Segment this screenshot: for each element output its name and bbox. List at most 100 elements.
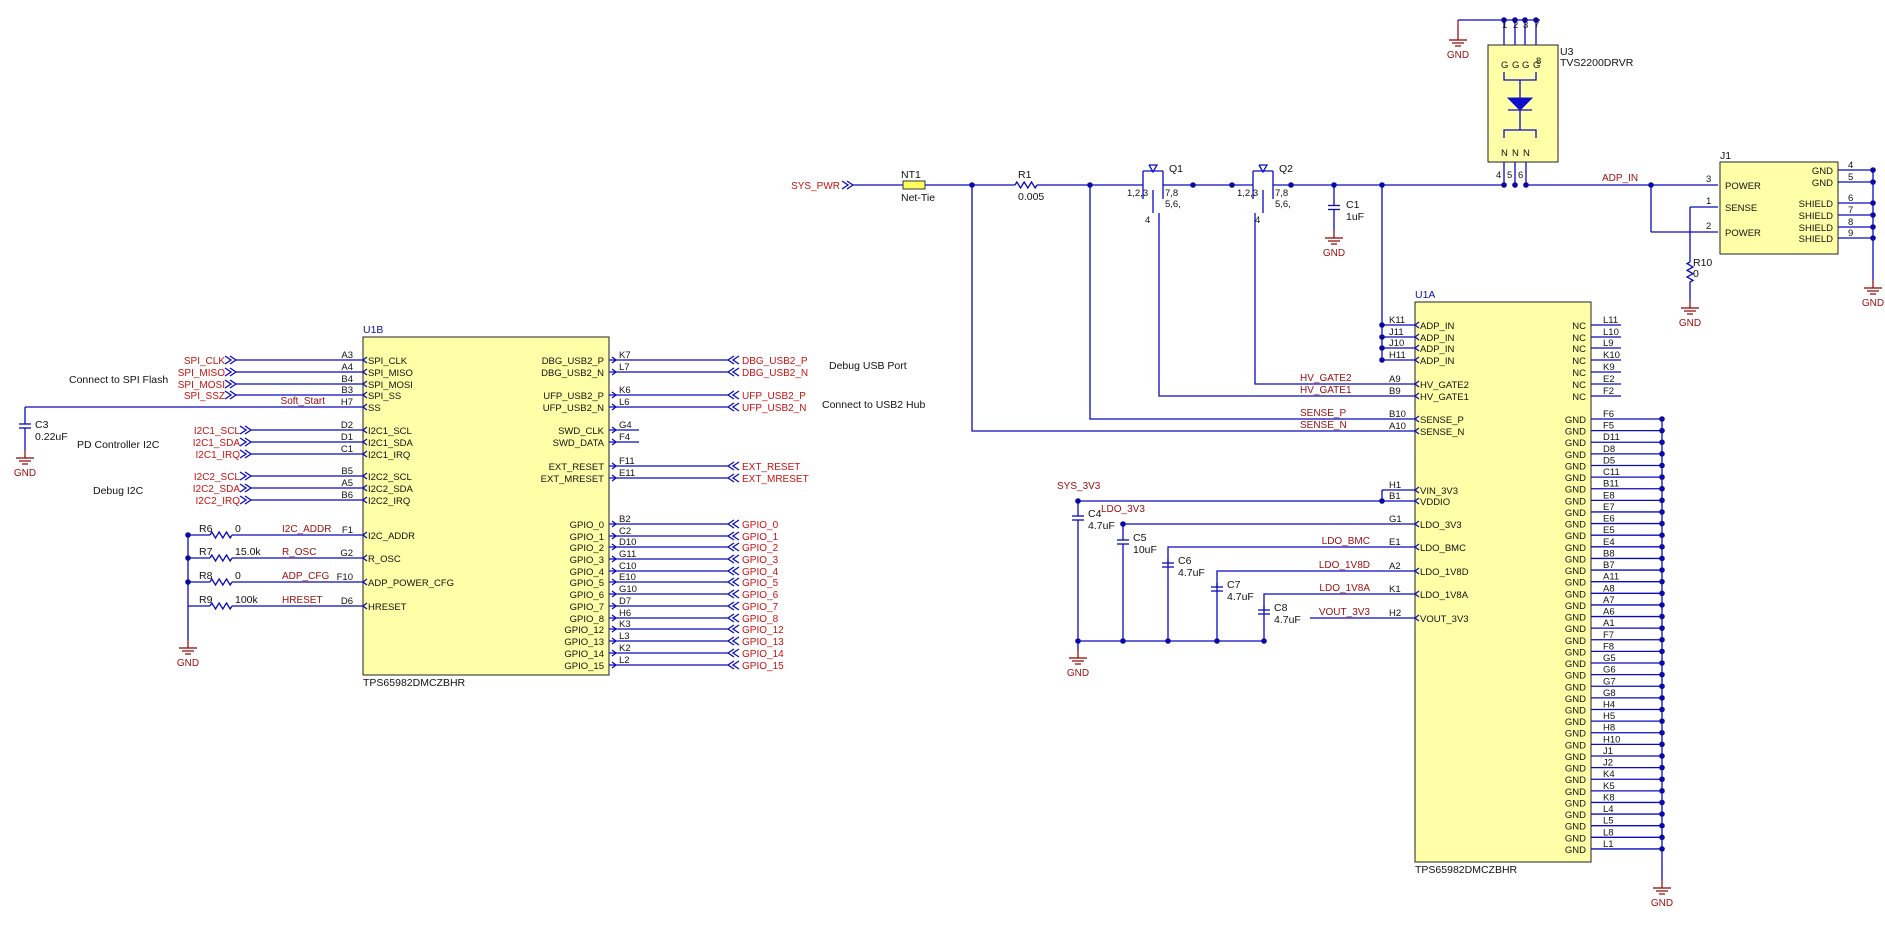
pin-number: D6 [341,596,353,607]
ground-label: GND [1651,898,1673,909]
pin-name: LDO_3V3 [1420,520,1462,531]
chevron [731,542,740,552]
fet-gate-pin: 4 [1255,215,1260,226]
pin-name: GND [1565,485,1586,496]
pin-arrow [611,543,618,551]
pin-name: GPIO_5 [570,578,604,589]
net-flag [726,367,740,377]
u3-ground: GND [1447,32,1469,61]
net-label: SPI_CLK [184,356,225,367]
pin-name: SENSE_P [1420,415,1464,426]
pin-number: L7 [619,362,630,373]
u3-ref: U3 [1560,46,1574,58]
pin-number: A2 [1389,561,1401,572]
pin-name: SENSE_N [1420,427,1464,438]
pin-number: A5 [341,478,353,489]
pin-name: NC [1572,333,1586,344]
pin-number: G1 [1389,514,1402,525]
pin-number: J2 [1603,758,1613,769]
pin-number: B4 [341,374,353,385]
pin-number: A1 [1603,618,1615,629]
chevron [726,601,735,611]
pin-number: J1 [1603,746,1613,757]
pin-name: GND [1565,775,1586,786]
cap-ref: C7 [1227,579,1241,591]
pin-number: H10 [1603,734,1620,745]
chevron [726,589,735,599]
j1-pin-number: 1 [1706,196,1711,207]
chevron [726,473,735,483]
junction-dot [1379,357,1385,363]
chevron [731,531,740,541]
pin-arrow [611,614,618,622]
pin-arrow [1413,344,1420,352]
pin-name: GND [1565,740,1586,751]
note-debug-usb: Debug USB Port [829,360,907,372]
pin-number: F7 [1603,630,1614,641]
chevron [731,355,740,365]
pin-arrow [361,484,368,492]
pin-name: GPIO_0 [570,520,604,531]
pin-number: B8 [1603,548,1615,559]
c3-symbol [19,420,31,432]
fet-ref: Q2 [1279,163,1293,175]
chevron [731,402,740,412]
pin-number: L5 [1603,816,1614,827]
chevron [244,495,253,505]
pin-name: VIN_3V3 [1420,486,1458,497]
ground-label: GND [1447,50,1469,61]
hv-gate1-wire [1158,213,1385,397]
sense-n-label: SENSE_N [1300,420,1347,431]
net-flag [239,495,253,505]
pin-name: GND [1565,810,1586,821]
net-label: GPIO_2 [742,543,779,554]
fet-pins: 5,6, [1275,199,1291,210]
pin-arrow [1413,520,1420,528]
pin-name: GND [1565,659,1586,670]
chevron [731,473,740,483]
net-label: EXT_MRESET [742,474,809,485]
pin-arrow [1413,333,1420,341]
pin-name: I2C1_SCL [368,426,412,437]
net-flag [726,636,740,646]
pin-number: B1 [1389,491,1401,502]
u1a-part: TPS65982DMCZBHR [1415,864,1518,876]
pin-arrow [1413,392,1420,400]
j1-pin-name: GND [1812,178,1833,189]
cap-ref: C4 [1088,508,1102,520]
chevron [224,379,233,389]
net-label: GPIO_5 [742,578,779,589]
pin-number: E8 [1603,490,1615,501]
pin-name: HV_GATE1 [1420,392,1469,403]
pin-number: L6 [619,397,630,408]
resistor-value: 15.0k [235,546,261,558]
pin-name: NC [1572,380,1586,391]
junction-dot [1522,17,1528,23]
r1-value: 0.005 [1018,191,1044,203]
pin-number: G8 [1603,688,1616,699]
chevron [726,402,735,412]
net-label: GPIO_0 [742,520,779,531]
tvs-diode-icon [1506,97,1534,111]
pin-name: DBG_USB2_N [541,368,604,379]
pin-arrow [361,426,368,434]
pin-arrow [361,554,368,562]
chevron [726,636,735,646]
pin-arrow [1413,486,1420,494]
j1-pin-number: 3 [1706,174,1711,185]
net-flag [726,473,740,483]
